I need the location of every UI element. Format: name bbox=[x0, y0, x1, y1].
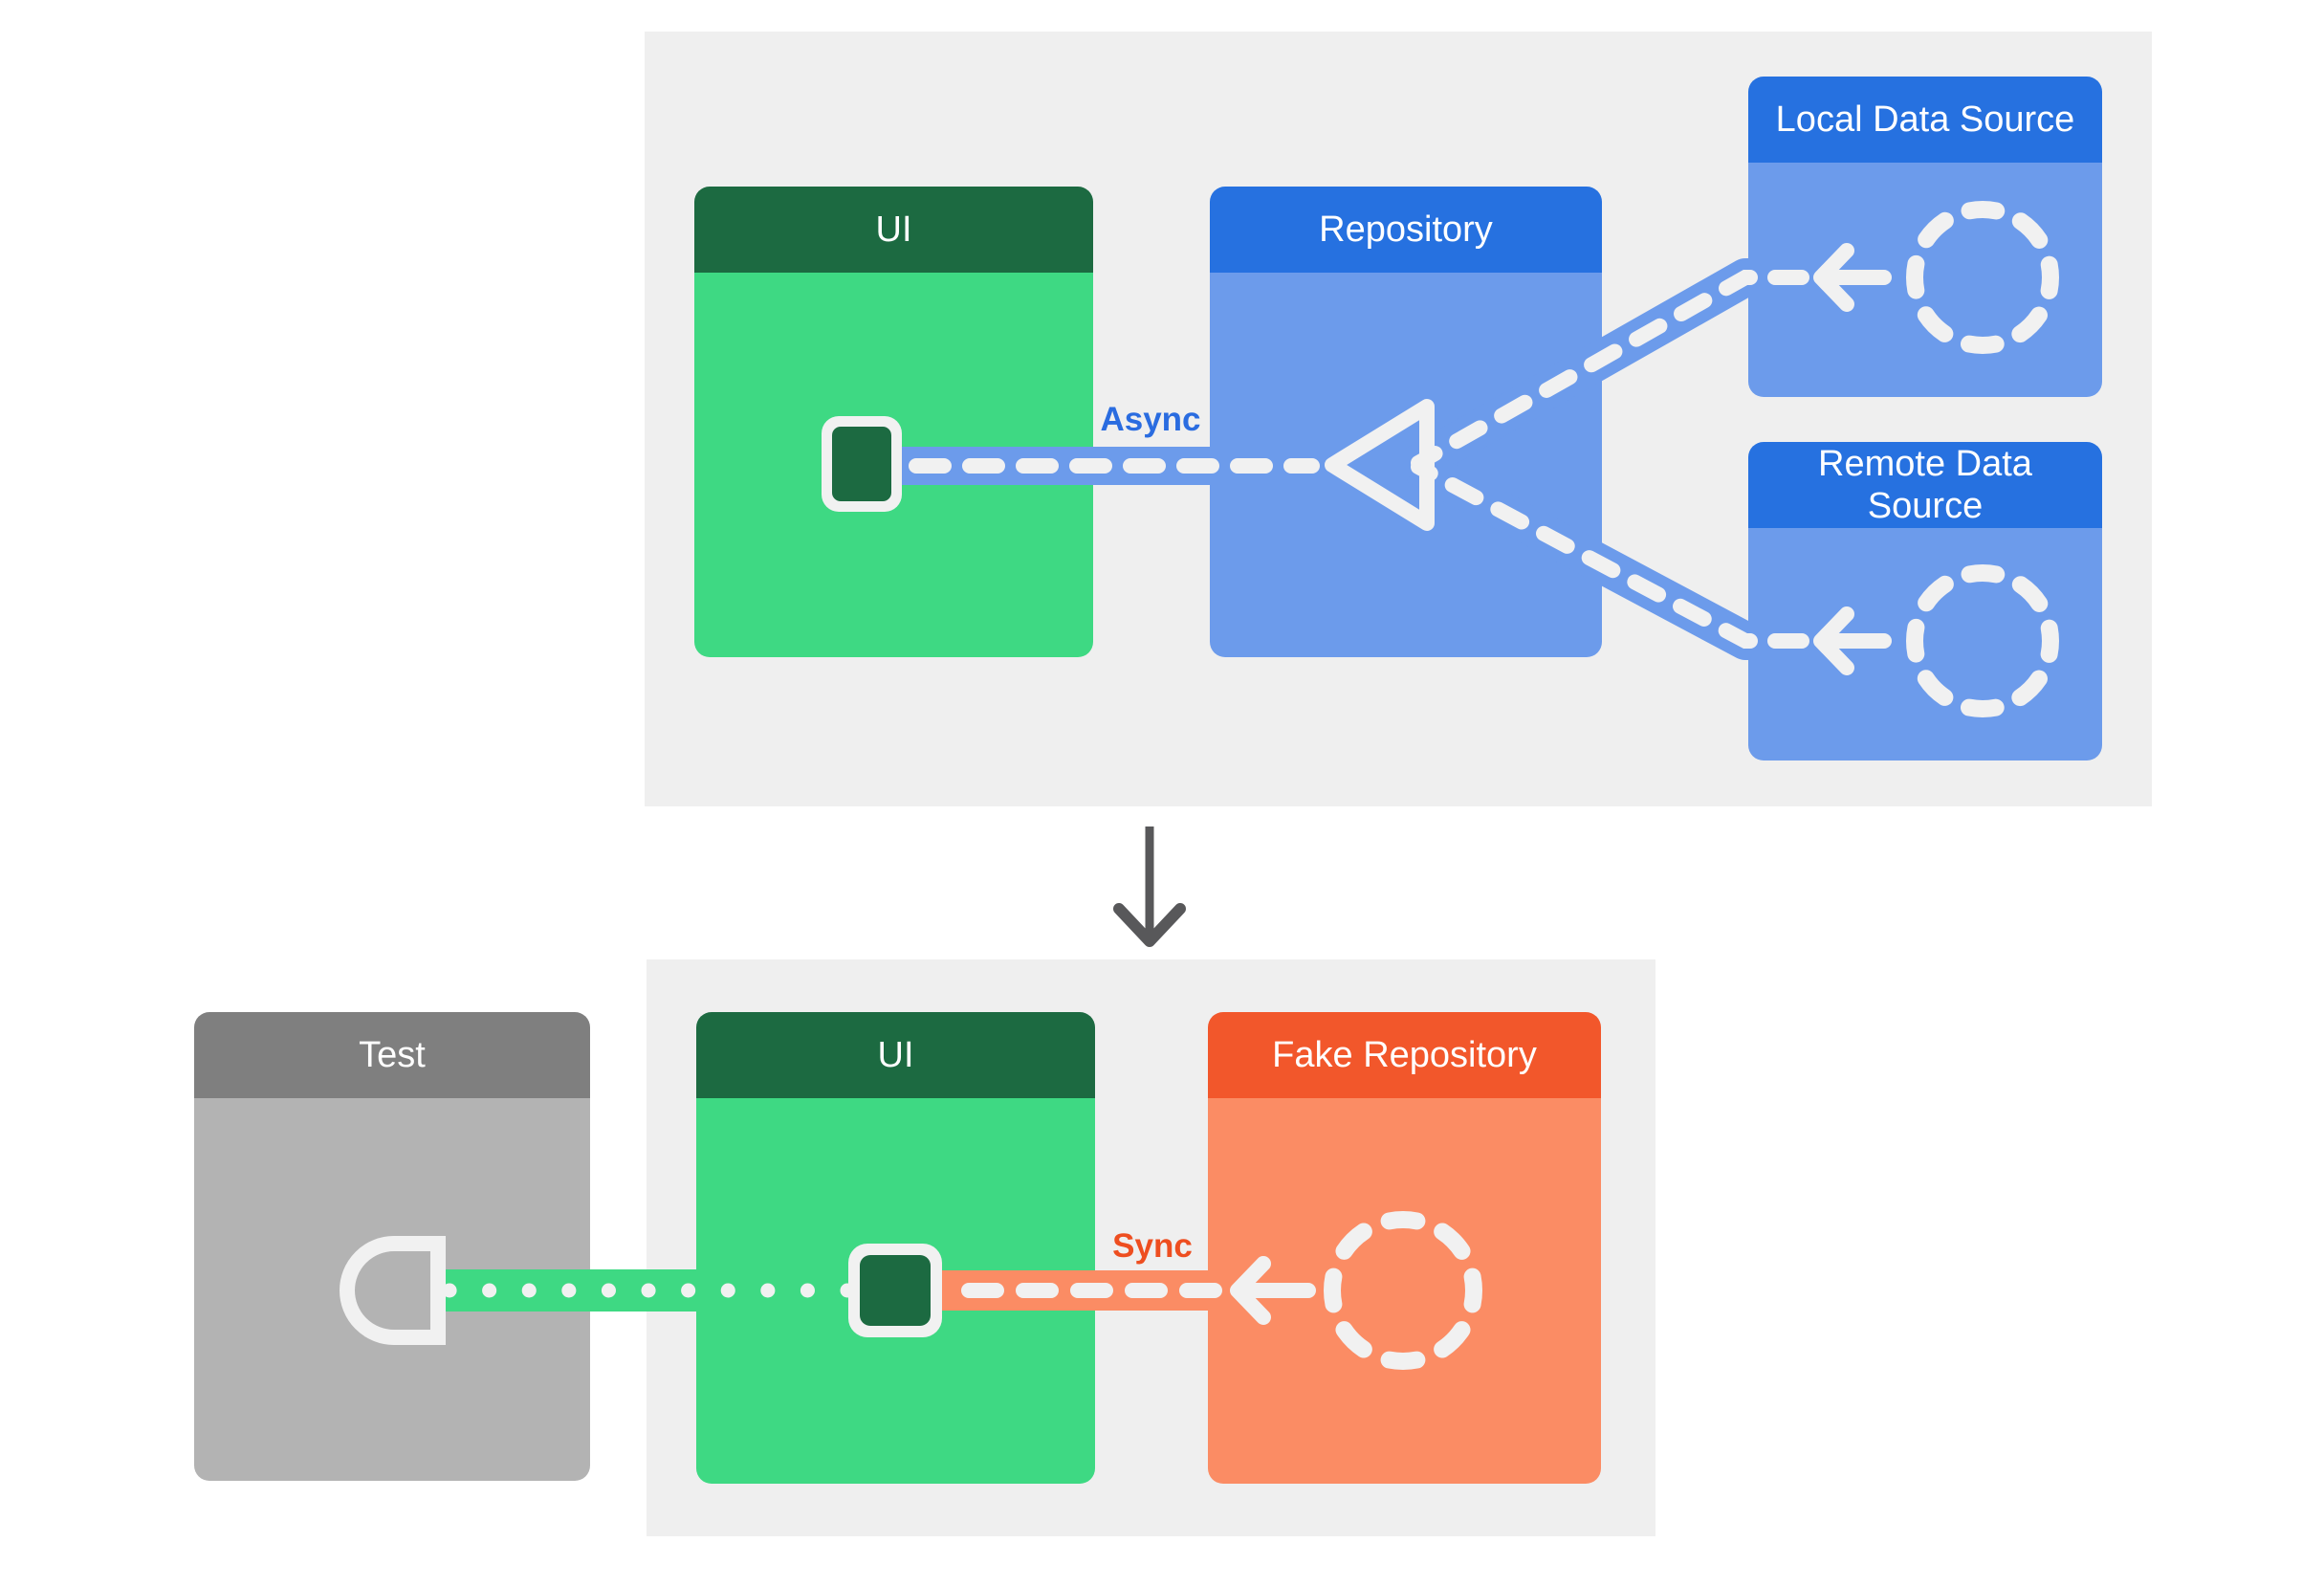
ui-card: UI bbox=[694, 187, 1093, 657]
local-data-source-body bbox=[1748, 163, 2102, 397]
ui-card-header: UI bbox=[694, 187, 1093, 273]
local-data-source-header: Local Data Source bbox=[1748, 77, 2102, 163]
ui-card-bottom-header: UI bbox=[696, 1012, 1095, 1098]
local-data-source-card: Local Data Source bbox=[1748, 77, 2102, 397]
local-data-source-title: Local Data Source bbox=[1775, 99, 2075, 140]
test-card-title: Test bbox=[359, 1035, 426, 1075]
sync-flow-label: Sync bbox=[1112, 1227, 1193, 1265]
down-arrow-head bbox=[1113, 903, 1186, 947]
remote-data-source-header: Remote Data Source bbox=[1748, 442, 2102, 528]
fake-repository-body bbox=[1208, 1098, 1601, 1484]
fake-repository-title: Fake Repository bbox=[1272, 1035, 1537, 1075]
repository-card-header: Repository bbox=[1210, 187, 1602, 273]
ui-card-bottom: UI bbox=[696, 1012, 1095, 1484]
repository-card: Repository bbox=[1210, 187, 1602, 657]
ui-card-bottom-title: UI bbox=[877, 1035, 914, 1075]
remote-data-source-title: Remote Data Source bbox=[1818, 444, 2032, 526]
fake-repository-header: Fake Repository bbox=[1208, 1012, 1601, 1098]
ui-card-bottom-body bbox=[696, 1098, 1095, 1484]
repository-card-body bbox=[1210, 273, 1602, 657]
ui-card-body bbox=[694, 273, 1093, 657]
test-card-body bbox=[194, 1098, 590, 1481]
fake-repository-card: Fake Repository bbox=[1208, 1012, 1601, 1484]
ui-card-title: UI bbox=[875, 209, 912, 250]
test-card: Test bbox=[194, 1012, 590, 1481]
remote-data-source-body bbox=[1748, 528, 2102, 760]
remote-data-source-card: Remote Data Source bbox=[1748, 442, 2102, 760]
async-flow-label: Async bbox=[1100, 401, 1201, 438]
repository-card-title: Repository bbox=[1319, 209, 1493, 250]
down-arrow-icon bbox=[1113, 827, 1186, 947]
test-card-header: Test bbox=[194, 1012, 590, 1098]
